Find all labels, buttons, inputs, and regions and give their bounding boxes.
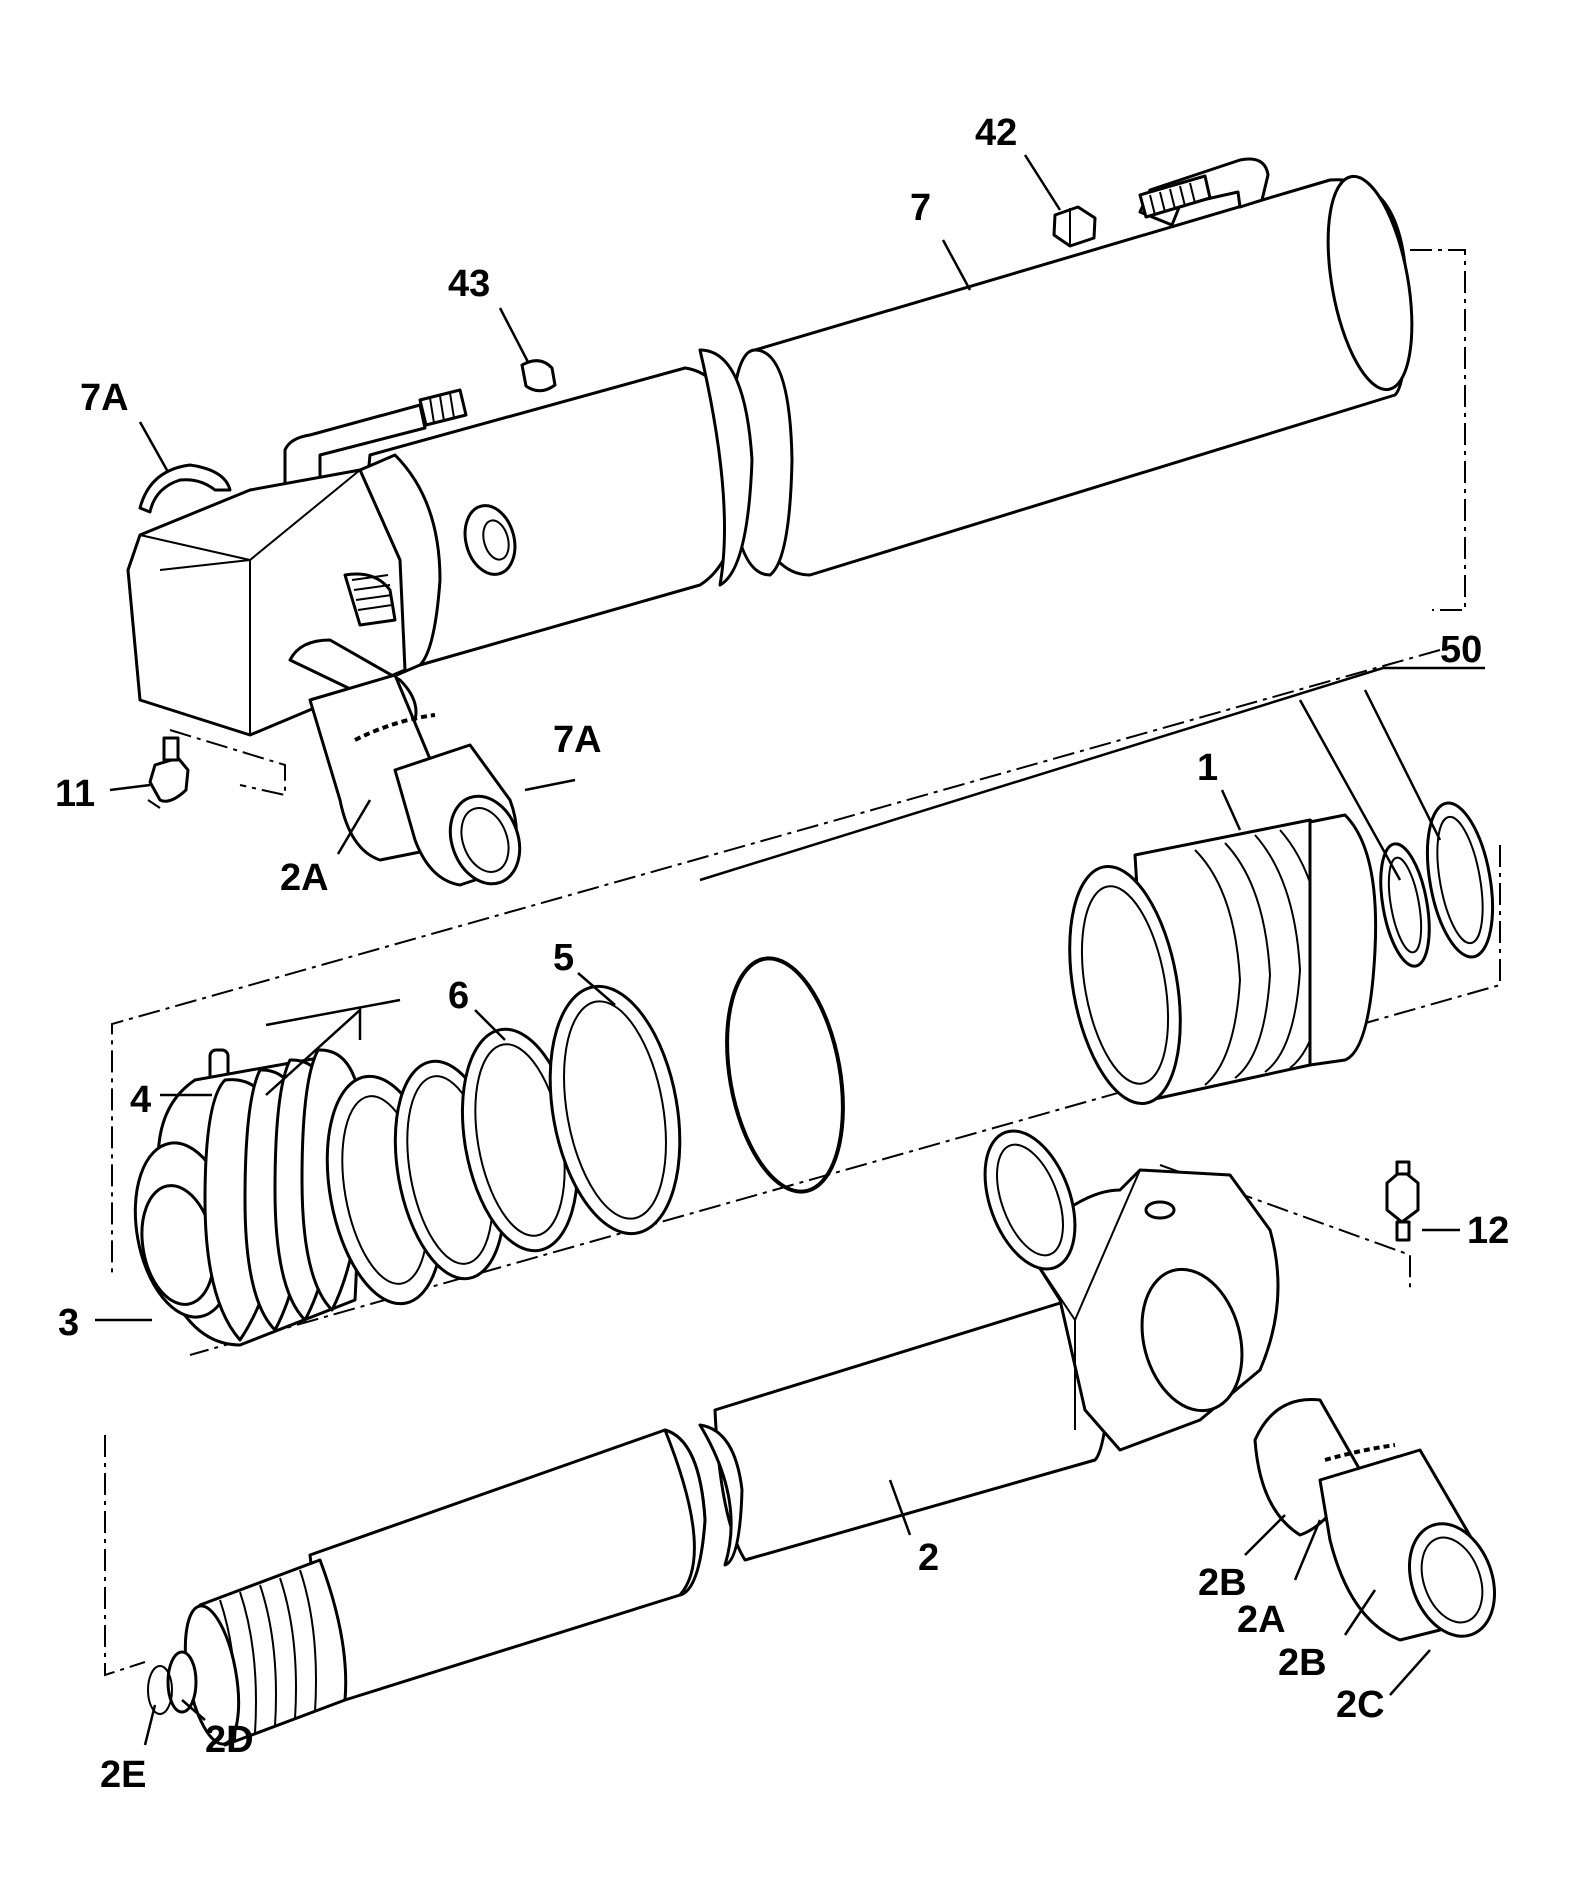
- callout-12: 12: [1467, 1210, 1509, 1252]
- callout-2A-top: 2A: [280, 857, 329, 899]
- callout-11: 11: [55, 773, 95, 815]
- gland-group-frame: [169, 729, 286, 797]
- callout-2C: 2C: [1336, 1684, 1385, 1726]
- callout-2A-bottom: 2A: [1237, 1599, 1286, 1641]
- callout-7A-top: 7A: [80, 377, 129, 419]
- cylinder-barrel: [126, 157, 1414, 887]
- callout-6: 6: [448, 975, 469, 1017]
- leader-lines: [95, 154, 1485, 1746]
- piston-rod: [147, 1129, 1497, 1747]
- callout-2B-b: 2B: [1278, 1642, 1327, 1684]
- piston-assembly: [133, 801, 1495, 1347]
- callout-7: 7: [910, 187, 931, 229]
- callout-42: 42: [975, 112, 1017, 154]
- callout-1: 1: [1197, 747, 1218, 789]
- callout-2: 2: [918, 1537, 939, 1579]
- callout-7A-mid: 7A: [553, 719, 602, 761]
- callout-2D: 2D: [205, 1719, 254, 1761]
- callout-2B-a: 2B: [1198, 1562, 1247, 1604]
- callout-3: 3: [58, 1302, 79, 1344]
- callout-43: 43: [448, 263, 490, 305]
- grease-nipple-12: [1385, 1168, 1420, 1224]
- barrel-group-frame: [1410, 249, 1466, 611]
- o-ring: [725, 956, 845, 1194]
- callout-labels: 42 7 43 7A 50 7A 11 2A 1 5 6 4 12 3 2 2B…: [55, 112, 1509, 1796]
- grease-nipple-11: [148, 756, 190, 803]
- callout-50: 50: [1440, 629, 1482, 671]
- callout-2E: 2E: [100, 1754, 146, 1796]
- plug-43-hex: [520, 359, 557, 393]
- callout-5: 5: [553, 937, 574, 979]
- callout-4: 4: [130, 1079, 151, 1121]
- plug-42-hex: [1052, 205, 1097, 248]
